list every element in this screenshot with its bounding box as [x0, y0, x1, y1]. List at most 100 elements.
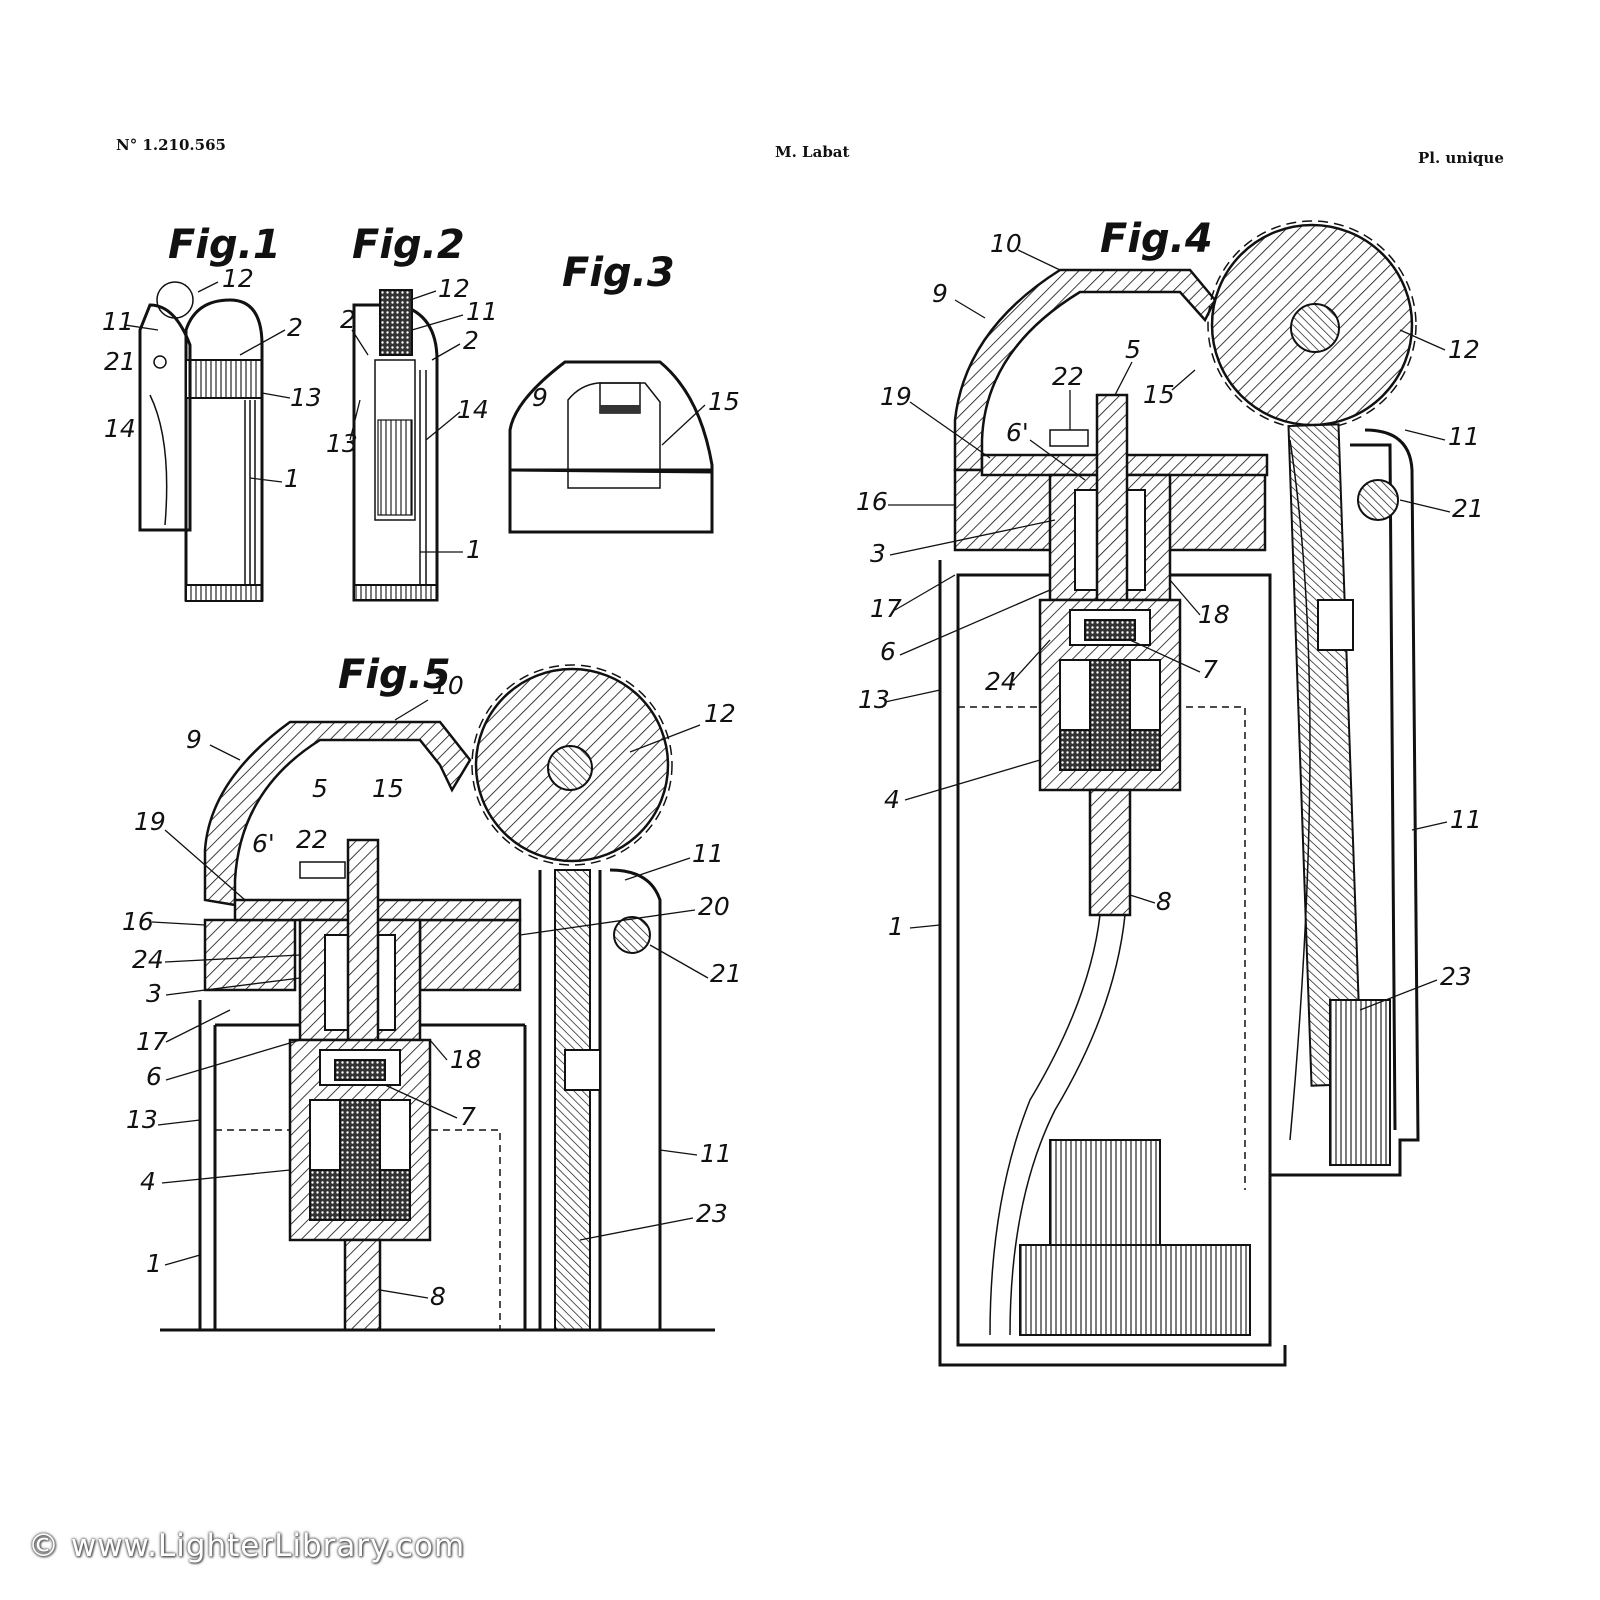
fig4-ref-1: 1 — [888, 912, 904, 941]
fig4-insert — [1049, 1139, 1161, 1251]
fig4-ref-16: 16 — [856, 487, 888, 516]
fig4-casing — [938, 560, 1287, 1367]
fig1-pivot — [153, 355, 167, 369]
fig3-hood — [508, 360, 714, 474]
fig1-ref-2: 2 — [287, 313, 303, 342]
fig2-ref-12: 12 — [438, 274, 470, 303]
fig5-ref-12: 12 — [704, 699, 736, 728]
fig4-ref-9: 9 — [932, 279, 948, 308]
fig4-ref-7: 7 — [1202, 655, 1218, 684]
fig5-ref-3: 3 — [146, 979, 162, 1008]
fig5-ref-18: 18 — [450, 1045, 482, 1074]
fig4-spring-23 — [1329, 999, 1391, 1166]
fig1-base-ring — [185, 584, 263, 602]
fig3-collar — [508, 468, 714, 534]
fig5-ref-17: 17 — [136, 1027, 168, 1056]
fig1-ref-21: 21 — [104, 347, 136, 376]
fig5-filter-7 — [334, 1059, 386, 1081]
fig4-ref-11b: 11 — [1450, 805, 1482, 834]
fig3-reference-numerals: 9 15 — [532, 383, 740, 416]
fig3-ref-9: 9 — [532, 383, 548, 412]
fig1-ref-11: 11 — [102, 307, 134, 336]
fig4-ref-15: 15 — [1143, 380, 1175, 409]
fig5-hood — [203, 720, 472, 907]
fig5-tube-8 — [343, 1238, 382, 1332]
fig5-ref-8: 8 — [430, 1282, 446, 1311]
fig4-ref-13: 13 — [858, 685, 890, 714]
fig2-spring — [377, 419, 413, 516]
fig1-ref-13: 13 — [290, 383, 322, 412]
fig5-flint-tube — [554, 869, 591, 1331]
fig5-ref-20: 20 — [698, 892, 730, 921]
figure-3-title: Fig.3 — [562, 250, 675, 296]
fig5-ref-11b: 11 — [700, 1139, 732, 1168]
fig1-reference-numerals: 12 11 2 21 13 14 1 — [102, 264, 322, 493]
figure-4: Fig.4 — [856, 216, 1484, 1367]
fig4-reference-numerals: 10 9 5 22 15 12 19 6' 11 16 21 3 17 18 6… — [856, 229, 1484, 991]
fig2-ref-1: 1 — [466, 535, 482, 564]
fig3-opening — [567, 382, 661, 489]
fig4-ref-10: 10 — [990, 229, 1022, 258]
fig5-ref-6prime: 6' — [252, 829, 275, 858]
fig4-flint-tube — [1287, 423, 1363, 1087]
fig4-ref-18: 18 — [1198, 600, 1230, 629]
fig4-ref-12: 12 — [1448, 335, 1480, 364]
fig4-tube-8 — [1088, 788, 1132, 917]
fig4-collar-right — [1163, 468, 1267, 552]
fig5-ref-19: 19 — [134, 807, 166, 836]
fig4-ref-19: 19 — [880, 382, 912, 411]
patent-number: N° 1.210.565 — [116, 136, 226, 154]
fig4-ref-22: 22 — [1052, 362, 1084, 391]
fig1-band — [185, 359, 263, 399]
fig4-ref-4: 4 — [884, 785, 900, 814]
fig4-lever-11 — [1270, 428, 1420, 1177]
figure-4-title: Fig.4 — [1100, 216, 1213, 262]
fig2-ref-13: 13 — [326, 429, 358, 458]
fig5-ref-9: 9 — [186, 725, 202, 754]
fig5-ref-6: 6 — [146, 1062, 162, 1091]
figure-1: Fig.1 12 11 2 21 13 14 1 — [102, 222, 322, 602]
fig5-ref-21: 21 — [710, 959, 742, 988]
fig5-ref-10: 10 — [432, 671, 464, 700]
fig5-ref-7: 7 — [460, 1102, 476, 1131]
fig4-ref-6: 6 — [880, 637, 896, 666]
plate-label: Pl. unique — [1418, 149, 1504, 167]
fig4-pivot-21 — [1357, 479, 1399, 521]
figure-1-title: Fig.1 — [168, 222, 281, 268]
fig1-ref-1: 1 — [284, 464, 300, 493]
figure-2: Fig.2 12 2 11 2 13 14 1 — [326, 222, 498, 602]
fig5-ref-1: 1 — [146, 1249, 162, 1278]
fig5-ref-5: 5 — [312, 774, 328, 803]
figure-5: Fig.5 — [122, 652, 742, 1332]
fig5-ref-16: 16 — [122, 907, 154, 936]
fig5-jet-5 — [346, 838, 380, 1052]
fig4-hood — [953, 268, 1217, 472]
fig5-ref-24: 24 — [132, 945, 164, 974]
fig2-wheel — [379, 289, 413, 356]
fig1-wheel — [156, 281, 194, 319]
fig4-ref-6prime: 6' — [1006, 418, 1029, 447]
fig5-ref-23: 23 — [696, 1199, 728, 1228]
fig2-ref-11: 11 — [466, 297, 498, 326]
fig1-ref-12: 12 — [222, 264, 254, 293]
fig4-ref-11a: 11 — [1448, 422, 1480, 451]
fig2-ref-14: 14 — [457, 395, 489, 424]
fig5-collar-left — [203, 918, 297, 992]
fig4-ref-8: 8 — [1156, 887, 1172, 916]
watermark: © www.LighterLibrary.com — [28, 1528, 466, 1564]
fig5-leader-lines — [151, 699, 709, 1299]
fig5-ref-13: 13 — [126, 1105, 158, 1134]
fig4-ref-21: 21 — [1452, 494, 1484, 523]
fig4-leader-lines — [884, 249, 1451, 1011]
fig4-ref-3: 3 — [870, 539, 886, 568]
fig4-jet-5 — [1095, 393, 1129, 607]
fig1-ref-14: 14 — [104, 414, 136, 443]
fig5-reference-numerals: 10 12 9 5 15 22 6' 19 11 16 20 24 21 3 1… — [122, 671, 742, 1311]
fig5-pivot-21 — [613, 916, 651, 954]
figure-5-title: Fig.5 — [338, 652, 451, 698]
fig1-lever — [138, 303, 192, 532]
fig5-ref-15: 15 — [372, 774, 404, 803]
fig4-filter-7 — [1084, 619, 1136, 641]
fig5-ref-22: 22 — [296, 825, 328, 854]
